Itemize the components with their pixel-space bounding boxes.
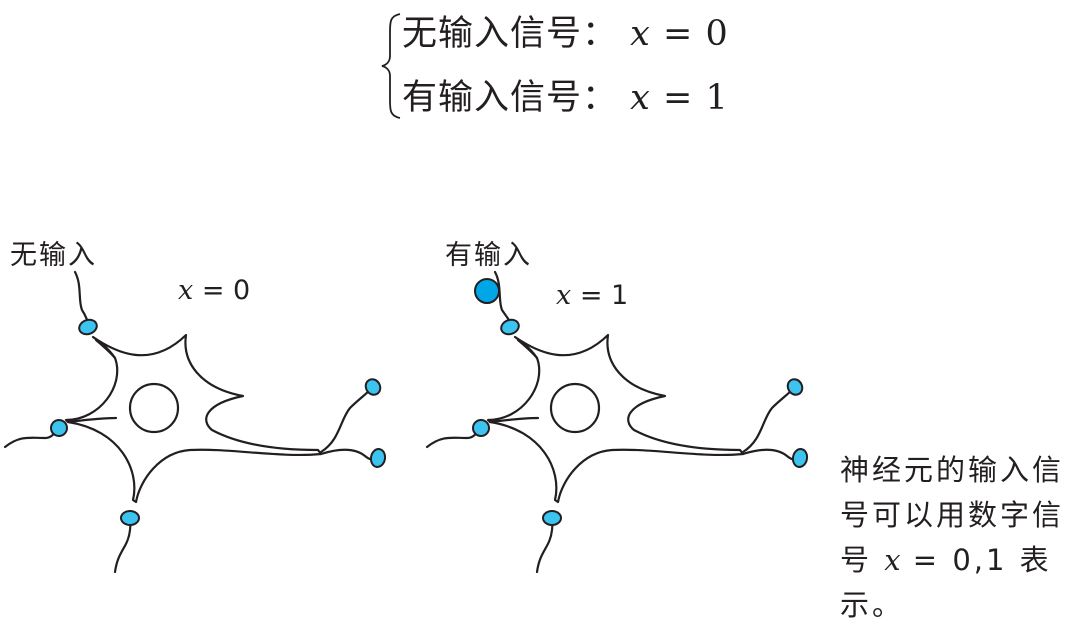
input-fiber xyxy=(73,270,90,324)
formula-block: 无输入信号： x = 0 有输入信号： x = 1 xyxy=(380,8,740,120)
synapse-terminal xyxy=(78,318,98,336)
panel-label-no-input: 无输入 xyxy=(10,240,97,271)
formula-row2-value: = 1 xyxy=(663,78,729,118)
formula-row-input: 有输入信号： x = 1 xyxy=(402,78,729,118)
neuron-body-outline xyxy=(64,333,323,504)
nucleus xyxy=(549,382,601,434)
formula-row1-value: = 0 xyxy=(663,14,729,54)
left-brace-icon xyxy=(381,13,401,119)
formula-row-no-input: 无输入信号： x = 0 xyxy=(402,14,729,54)
formula-row1-var: x xyxy=(630,14,651,54)
synapse-terminal xyxy=(786,378,804,396)
synapse-terminal xyxy=(542,510,562,526)
caption-line-3: 号 x = 0,1 表示。 xyxy=(840,538,1088,628)
nucleus xyxy=(128,382,180,434)
caption-line3-var: x xyxy=(884,543,901,577)
neuron-body-outline xyxy=(486,333,745,504)
synapse-terminal xyxy=(369,448,387,468)
synapse-terminal xyxy=(500,318,520,336)
caption-line3-prefix: 号 xyxy=(840,543,885,577)
input-fiber xyxy=(493,270,512,324)
synapse-terminal xyxy=(791,448,809,468)
panel-label-input: 有输入 xyxy=(445,240,532,271)
caption-line-2: 号可以用数字信 xyxy=(840,498,1065,532)
neuron-diagram-no-input xyxy=(3,270,387,574)
synapse-terminal xyxy=(472,419,490,437)
synapse-terminal xyxy=(364,378,382,396)
formula-row2-var: x xyxy=(630,78,651,118)
caption: 神经元的输入信 号可以用数字信 号 x = 0,1 表示。 xyxy=(840,448,1088,628)
formula-row2-text: 有输入信号： xyxy=(402,78,619,118)
equation-value: = 1 xyxy=(571,280,629,311)
synapse-terminal xyxy=(50,419,68,437)
panel-equation-no-input: x = 0 xyxy=(178,275,250,306)
synapse-terminal xyxy=(120,510,140,526)
equation-var: x xyxy=(556,280,572,311)
formula-row1-text: 无输入信号： xyxy=(402,14,619,54)
input-signal-dot xyxy=(474,278,500,304)
neuron-diagram-input xyxy=(425,270,809,574)
caption-line-1: 神经元的输入信 xyxy=(840,453,1065,487)
equation-value: = 0 xyxy=(193,275,251,306)
panel-equation-input: x = 1 xyxy=(556,280,628,311)
equation-var: x xyxy=(178,275,194,306)
